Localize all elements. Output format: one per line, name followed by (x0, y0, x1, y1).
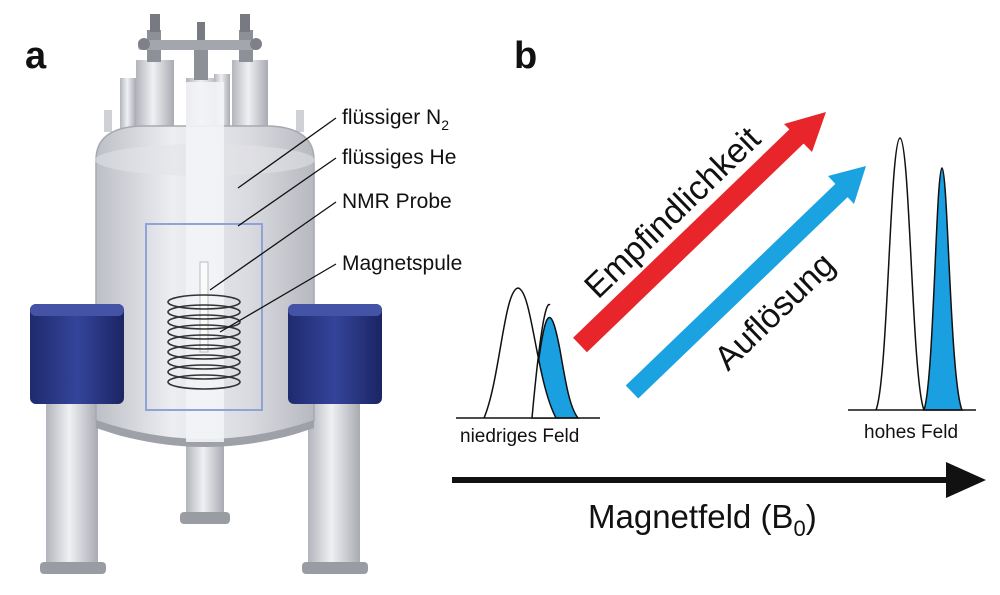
magnetic-field-axis-arrow (452, 462, 986, 498)
high-field-spectrum (848, 137, 976, 411)
helium-vessel (145, 223, 263, 411)
callout-liquid-n2: flüssiger N2 (342, 106, 449, 133)
sensitivity-arrow (573, 112, 826, 353)
low-field-label: niedriges Feld (460, 426, 579, 447)
nmr-probe-tube (199, 261, 209, 353)
magnet-legs (40, 400, 368, 574)
callout-liquid-he: flüssiges He (342, 146, 456, 169)
low-field-spectrum (456, 287, 600, 419)
nmr-magnet-illustration: flüssiger N2 flüssiges He NMR Probe Magn… (30, 14, 462, 574)
panel-a-label: a (25, 35, 47, 77)
callout-lines (209, 117, 337, 333)
callout-nmr-probe: NMR Probe (342, 190, 452, 213)
callout-magnet-coil: Magnetspule (342, 252, 462, 275)
resolution-arrow (625, 166, 866, 399)
magnet-coil (167, 294, 241, 390)
magnetic-field-axis-label: Magnetfeld (B0) (588, 498, 817, 541)
magnet-mount-pads (30, 304, 382, 404)
panel-b-label: b (514, 35, 537, 77)
high-field-label: hohes Feld (864, 422, 958, 443)
